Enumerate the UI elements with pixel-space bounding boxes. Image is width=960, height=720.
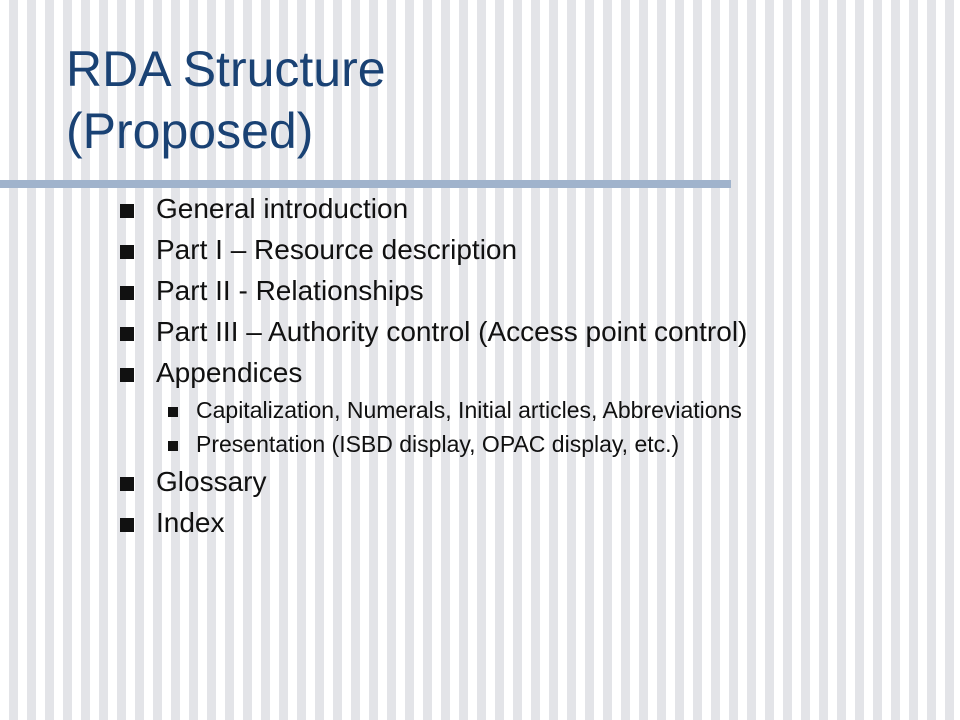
list-item-label: Part III – Authority control (Access poi… (156, 316, 748, 347)
list-item: Glossary (120, 467, 920, 497)
list-item: Appendices (120, 358, 920, 388)
list-item-label: Index (156, 507, 225, 538)
list-item: Index (120, 508, 920, 538)
slide-title: RDA Structure (Proposed) (66, 38, 386, 162)
square-bullet-icon (168, 441, 178, 451)
title-underline-rule (0, 180, 731, 188)
list-item-label: Appendices (156, 357, 303, 388)
square-bullet-icon (120, 245, 134, 259)
list-item-label: Part I – Resource description (156, 234, 518, 265)
square-bullet-icon (168, 407, 178, 417)
sub-list-item: Presentation (ISBD display, OPAC display… (164, 432, 920, 456)
list-item: Part I – Resource description (120, 235, 920, 265)
sub-list-item-label: Capitalization, Numerals, Initial articl… (196, 397, 742, 423)
sub-bullet-list: Capitalization, Numerals, Initial articl… (120, 398, 920, 456)
square-bullet-icon (120, 477, 134, 491)
slide-title-line-1: RDA Structure (66, 41, 386, 97)
list-item: Part II - Relationships (120, 276, 920, 306)
square-bullet-icon (120, 204, 134, 218)
square-bullet-icon (120, 327, 134, 341)
list-item: Part III – Authority control (Access poi… (120, 317, 920, 347)
list-item: General introduction (120, 194, 920, 224)
list-item-label: General introduction (156, 193, 409, 224)
list-item-label: Part II - Relationships (156, 275, 424, 306)
sub-list-item-label: Presentation (ISBD display, OPAC display… (196, 431, 680, 457)
sub-list-container: Capitalization, Numerals, Initial articl… (120, 398, 920, 456)
square-bullet-icon (120, 368, 134, 382)
slide-title-line-2: (Proposed) (66, 103, 314, 159)
square-bullet-icon (120, 518, 134, 532)
square-bullet-icon (120, 286, 134, 300)
sub-list-item: Capitalization, Numerals, Initial articl… (164, 398, 920, 422)
bullet-list: General introduction Part I – Resource d… (120, 192, 920, 538)
list-item-label: Glossary (156, 466, 267, 497)
